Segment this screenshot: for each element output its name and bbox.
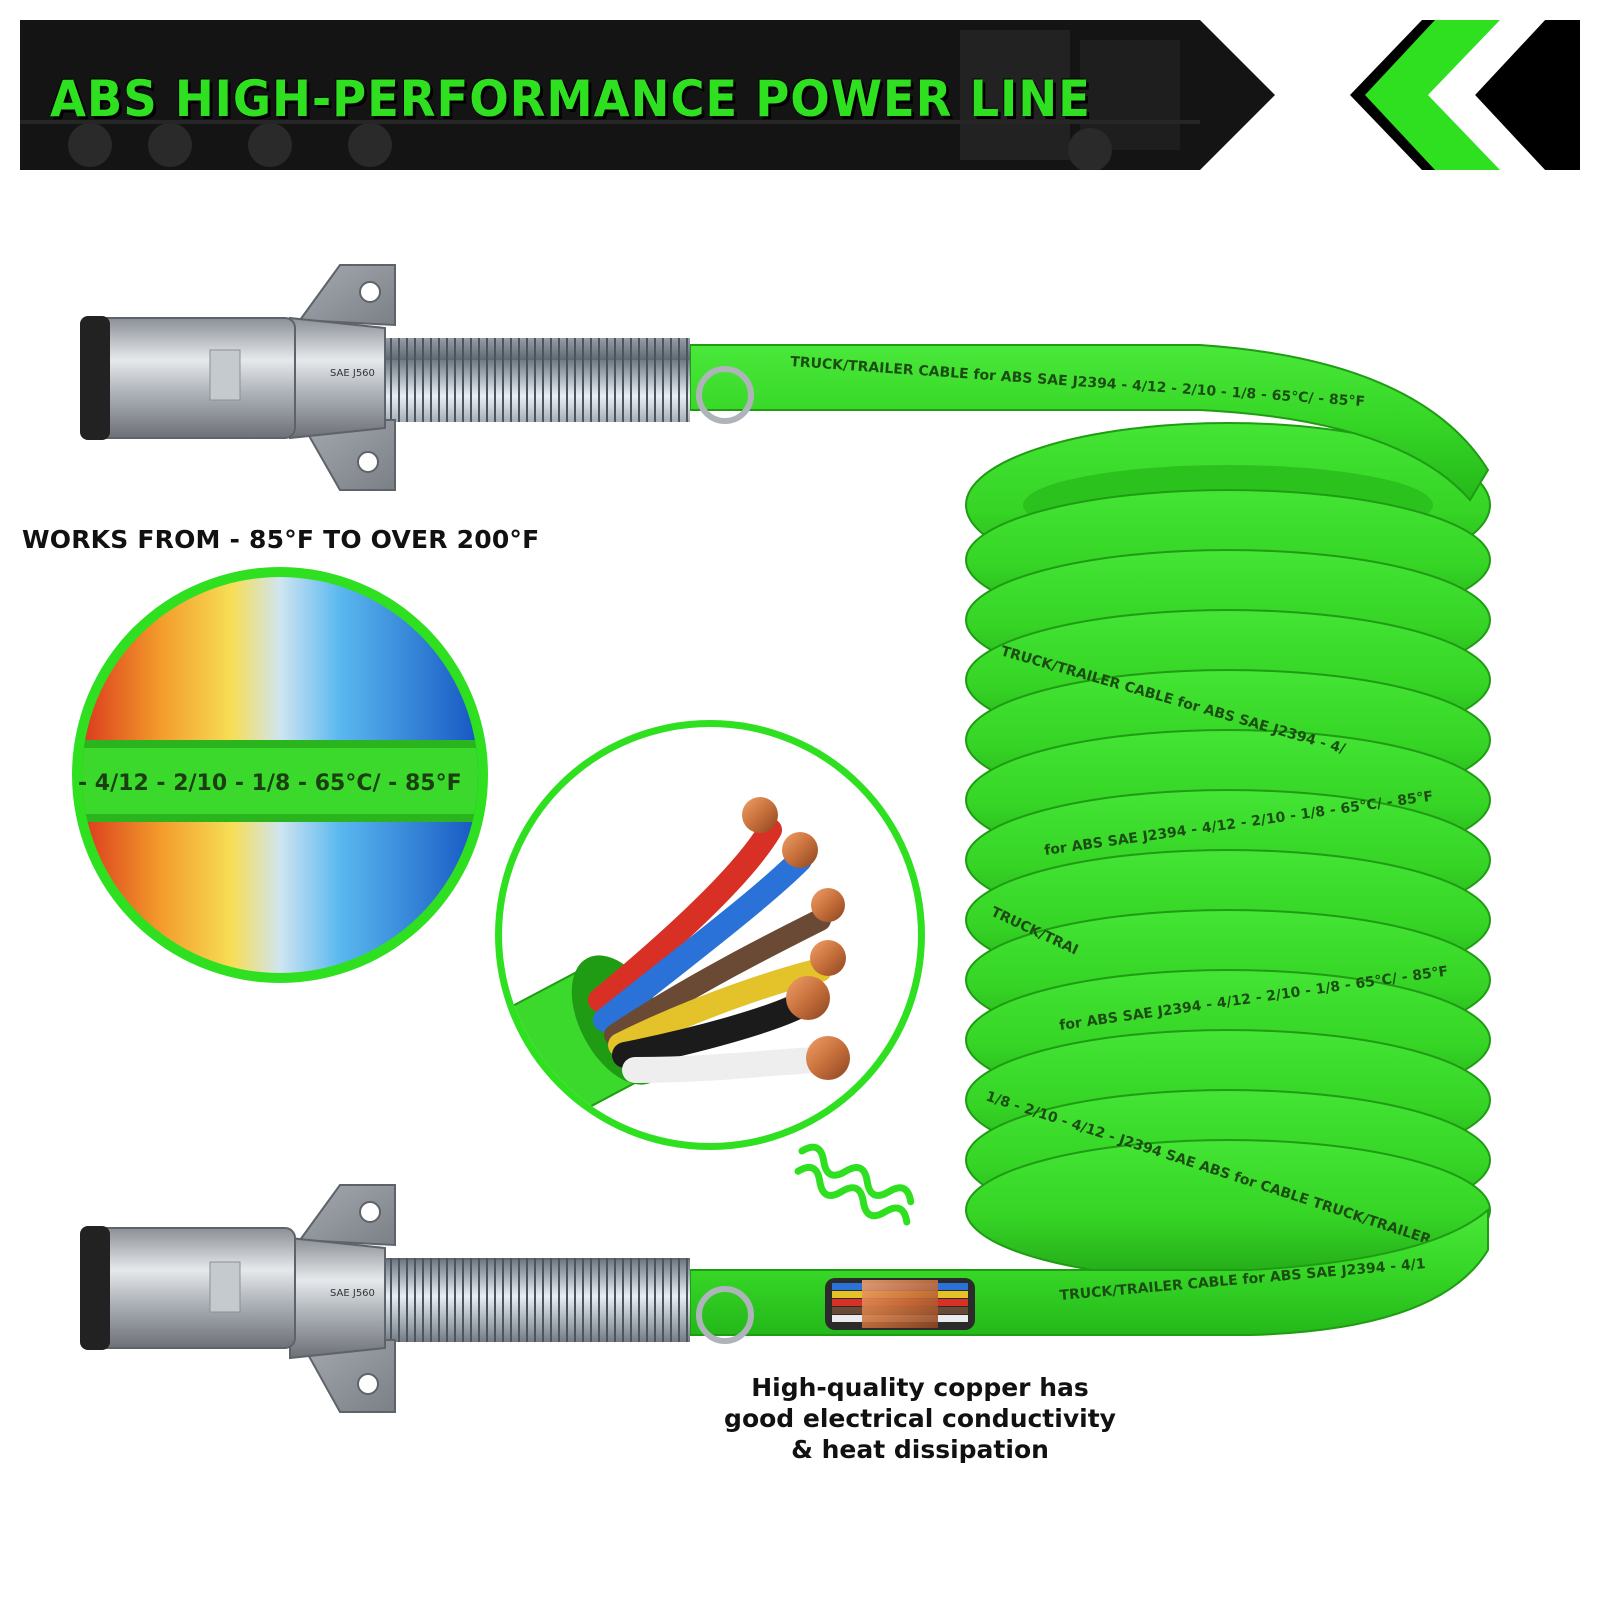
bottom-spring-guard [385,1258,690,1342]
top-cable [689,344,1490,502]
banner-background [20,20,1275,170]
copper-caption: High-quality copper has good electrical … [660,1372,1180,1465]
copper-cutaway [825,1278,975,1330]
mini-coil-icon [794,1143,915,1226]
header-banner: ABS HIGH-PERFORMANCE POWER LINE [20,20,1310,170]
top-plug: SAE J560 [80,264,396,491]
wire-cross-section-circle [495,720,925,1150]
top-ring-icon [696,366,754,424]
temperature-range-caption: WORKS FROM - 85°F TO OVER 200°F [22,525,540,554]
bottom-ring-icon [696,1286,754,1344]
banner-title: ABS HIGH-PERFORMANCE POWER LINE [50,70,1091,128]
temperature-cable-print: - 4/12 - 2/10 - 1/8 - 65°C/ - 85°F [78,771,462,796]
copper-caption-line1: High-quality copper has [751,1373,1089,1402]
temperature-circle: - 4/12 - 2/10 - 1/8 - 65°C/ - 85°F [72,567,488,983]
top-plug-stamp: SAE J560 [330,368,375,379]
bottom-plug-stamp: SAE J560 [330,1288,375,1299]
coiled-cable [965,422,1491,1281]
bottom-plug: SAE J560 [80,1184,396,1413]
top-spring-guard [385,338,690,422]
copper-caption-line3: & heat dissipation [791,1435,1049,1464]
chevron-arrows-icon [1350,20,1580,170]
copper-caption-line2: good electrical conductivity [724,1404,1116,1433]
